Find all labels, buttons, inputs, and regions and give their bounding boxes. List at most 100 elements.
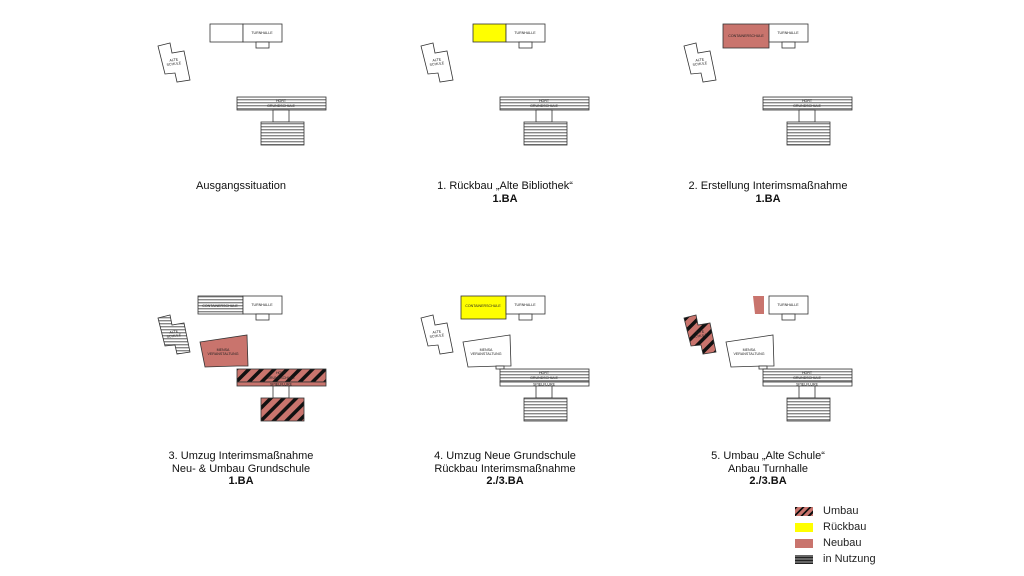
label-hort: HORT [276, 371, 287, 375]
building-anbau-turnhalle [753, 296, 764, 314]
building-alte-schule [157, 42, 191, 83]
caption-line: 3. Umzug Interimsmaßnahme [168, 450, 314, 462]
label-hort: HORT [539, 99, 550, 103]
label-alte: ALTE [169, 329, 179, 334]
building-grundschule-block [260, 121, 305, 146]
caption-line: 1. Rückbau „Alte Bibliothek“ [437, 180, 573, 192]
label-hort: HORT [276, 99, 287, 103]
building-alte-schule [683, 314, 717, 355]
label-turnhalle: TURNHALLE [514, 31, 536, 35]
building-grundschule-block [523, 397, 568, 422]
label-schule: SCHULE [429, 333, 445, 339]
building-grundschule-block [786, 397, 831, 422]
building-grundschule-block [786, 121, 831, 146]
legend-swatch [795, 538, 813, 548]
label-grundschule: GRUNDSCHULE [267, 376, 295, 380]
label-schule: SCHULE [166, 61, 182, 67]
label-alte: ALTE [432, 57, 442, 62]
label-containerschule: CONTAINERSCHULE [202, 304, 238, 308]
caption-line: 4. Umzug Neue Grundschule [434, 450, 576, 462]
label-turnhalle: TURNHALLE [514, 303, 536, 307]
label-grundschule: GRUNDSCHULE [530, 104, 558, 108]
label-hort: HORT [802, 371, 813, 375]
legend-label: Neubau [823, 537, 862, 549]
connector [272, 385, 290, 399]
legend-label: Rückbau [823, 521, 867, 533]
site-plan-panel-3: ALTESCHULECONTAINERSCHULETURNHALLEHORTGR… [683, 23, 853, 146]
label-grundschule: GRUNDSCHULE [793, 104, 821, 108]
connector [798, 385, 816, 399]
building-turnhalle-annex [781, 41, 796, 49]
building-alte-schule [420, 42, 454, 83]
construction-phase: 1.BA [492, 192, 518, 205]
legend-label: in Nutzung [823, 553, 876, 565]
building-turnhalle-annex [518, 41, 533, 49]
label-containerschule: CONTAINERSCHULE [465, 304, 501, 308]
building-alte-schule [157, 314, 191, 355]
label-schule: SCHULE [692, 333, 708, 339]
building-turnhalle-annex [518, 313, 533, 321]
panel-caption-1: Ausgangssituation [111, 180, 371, 193]
legend-label: Umbau [823, 505, 859, 517]
legend-swatch [795, 506, 813, 516]
legend-item-dark: in Nutzung [795, 551, 876, 567]
label-spielflur: SPIELFLURE [796, 382, 819, 386]
legend-item-hatch: Umbau [795, 503, 876, 519]
label-mensa: MENSA [217, 348, 230, 352]
label-veranstaltung: VERANSTALTUNG [470, 352, 501, 356]
construction-phase: 1.BA [755, 192, 781, 205]
building-turnhalle-annex [255, 41, 270, 49]
mensa-connector [758, 365, 768, 370]
site-plan-panel-6: ALTESCHULETURNHALLEMENSAVERANSTALTUNGHOR… [683, 295, 853, 422]
label-alte: ALTE [432, 329, 442, 334]
mensa-connector [495, 365, 505, 370]
legend-swatch [795, 554, 813, 564]
caption-line: Rückbau Interimsmaßnahme [434, 462, 576, 475]
label-schule: SCHULE [692, 61, 708, 67]
label-spielflur: SPIELFLURE [270, 382, 293, 386]
building-mensa [199, 334, 249, 368]
building-grundschule-block [260, 397, 305, 422]
building-containerschule [722, 23, 770, 49]
caption-line: Anbau Turnhalle [727, 462, 809, 475]
caption-line: Neu- & Umbau Grundschule [171, 462, 311, 475]
legend-item-yellow: Rückbau [795, 519, 876, 535]
label-grundschule: GRUNDSCHULE [793, 376, 821, 380]
label-spielflur: SPIELFLURE [533, 382, 556, 386]
construction-phase: 2./3.BA [749, 475, 787, 487]
label-alte: ALTE [695, 329, 705, 334]
connector [272, 109, 290, 123]
building-turnhalle-annex [255, 313, 270, 321]
label-mensa: MENSA [743, 348, 756, 352]
building-alte-bibliothek [209, 23, 244, 43]
connector [535, 385, 553, 399]
label-containerschule: CONTAINERSCHULE [728, 34, 764, 38]
label-turnhalle: TURNHALLE [251, 31, 273, 35]
label-alte: ALTE [169, 57, 179, 62]
label-hort: HORT [802, 99, 813, 103]
label-turnhalle: TURNHALLE [251, 303, 273, 307]
building-alte-bibliothek [472, 23, 507, 43]
legend-swatch [795, 522, 813, 532]
connector [535, 109, 553, 123]
caption-line: 5. Umbau „Alte Schule“ [711, 450, 825, 462]
building-mensa [462, 334, 512, 368]
label-schule: SCHULE [166, 333, 182, 339]
building-grundschule-block [523, 121, 568, 146]
building-alte-schule [420, 314, 454, 355]
label-grundschule: GRUNDSCHULE [267, 104, 295, 108]
label-mensa: MENSA [480, 348, 493, 352]
building-turnhalle-annex [781, 313, 796, 321]
construction-phase: 2./3.BA [486, 475, 524, 487]
label-hort: HORT [539, 371, 550, 375]
